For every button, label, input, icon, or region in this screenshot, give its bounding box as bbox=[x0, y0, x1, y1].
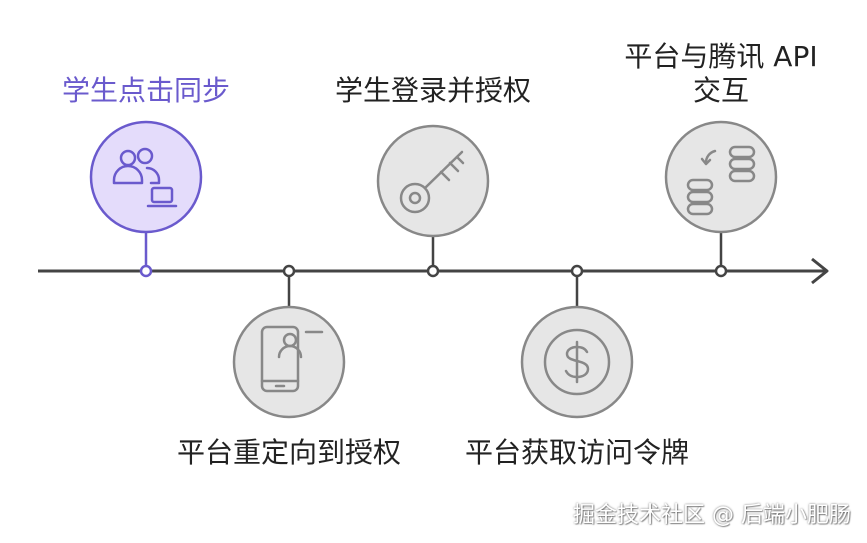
timeline-arrowhead bbox=[811, 257, 829, 285]
axis-node-1 bbox=[139, 264, 153, 278]
step-4-label: 平台获取访问令牌 bbox=[464, 436, 689, 469]
step-1-label: 学生点击同步 bbox=[61, 74, 230, 107]
step-3-node bbox=[376, 124, 490, 238]
step-5-node bbox=[664, 120, 778, 234]
dollar-coin-icon bbox=[543, 328, 611, 396]
step-2-node bbox=[232, 305, 346, 419]
server-sync-icon bbox=[686, 145, 756, 216]
step-1-node bbox=[89, 120, 203, 234]
step-2-label: 平台重定向到授权 bbox=[176, 436, 401, 469]
axis-node-2 bbox=[282, 264, 296, 278]
step-3-label: 学生登录并授权 bbox=[334, 74, 531, 107]
phone-profile-icon bbox=[260, 325, 324, 393]
step-4-node bbox=[520, 305, 634, 419]
step-5-label: 平台与腾讯 API 交互 bbox=[624, 40, 818, 107]
users-laptop-icon bbox=[112, 147, 178, 208]
axis-node-5 bbox=[714, 264, 728, 278]
axis-node-4 bbox=[570, 264, 584, 278]
axis-node-3 bbox=[426, 264, 440, 278]
key-icon bbox=[399, 150, 465, 214]
watermark: 掘金技术社区 @ 后端小肥肠 bbox=[573, 503, 851, 528]
